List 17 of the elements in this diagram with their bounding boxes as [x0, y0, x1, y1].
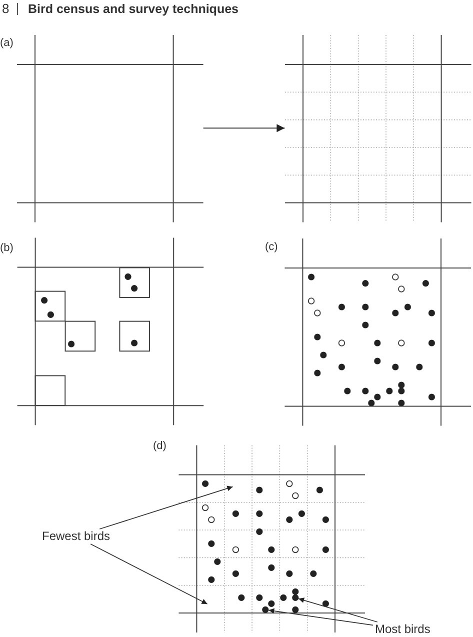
- page-number: 8: [2, 1, 10, 16]
- leader-arrow: [90, 544, 208, 604]
- header-title: Bird census and survey techniques: [28, 2, 238, 16]
- leader-arrow: [298, 598, 378, 622]
- plot-frame: [17, 34, 204, 222]
- callout-label: Fewest birds: [40, 529, 112, 544]
- panel-label: (b): [0, 242, 14, 255]
- leader-arrow: [268, 608, 374, 626]
- panel-label: (a): [0, 37, 14, 50]
- arrow: [203, 124, 285, 132]
- leader-arrow: [99, 486, 234, 530]
- dot-icon: [262, 606, 269, 613]
- dot-icon: [292, 594, 299, 601]
- callout-label: Most birds: [373, 622, 432, 637]
- panel-label: (d): [153, 440, 166, 453]
- panel-label: (c): [265, 241, 278, 254]
- gridded-plot-frame: [284, 34, 471, 222]
